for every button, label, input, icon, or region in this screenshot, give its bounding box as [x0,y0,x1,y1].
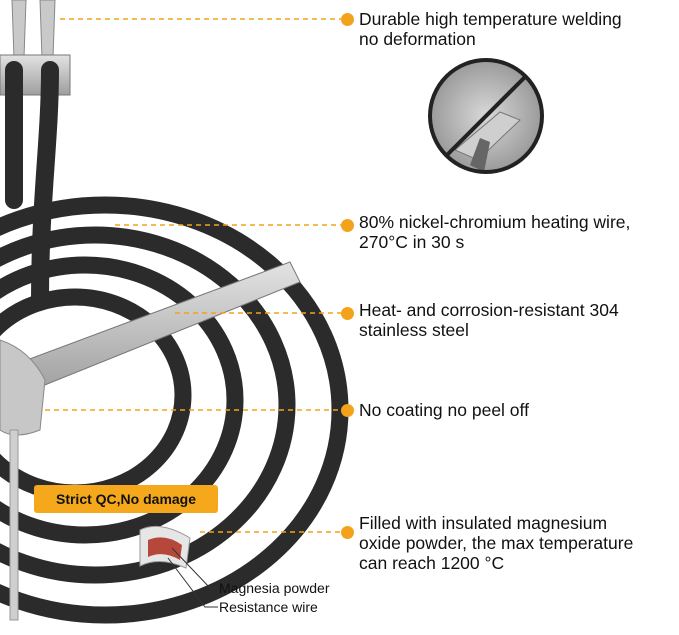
feature-dot-coating [341,404,354,417]
feature-magnesium-filling: Filled with insulated magnesium oxide po… [359,513,634,573]
label-magnesia-powder: Magnesia powder [219,580,330,596]
feature-dot-filled [341,526,354,539]
strict-qc-badge: Strict QC,No damage [34,485,218,513]
cross-section-cutaway [139,525,191,569]
feature-stainless-steel: Heat- and corrosion-resistant 304 stainl… [359,300,619,340]
feature-dot-wire [341,219,354,232]
feature-welding: Durable high temperature welding no defo… [359,9,622,49]
no-weld-deformation-icon [428,58,544,174]
feature-dot-steel [341,307,354,320]
cross-section-pointers [167,547,218,608]
feature-dot-welding [341,13,354,26]
feature-no-coating: No coating no peel off [359,400,529,420]
spiral-coil [0,196,349,624]
leader-lines [45,18,341,533]
feature-heating-wire: 80% nickel-chromium heating wire, 270°C … [359,212,631,252]
label-resistance-wire: Resistance wire [219,599,318,615]
steel-bracket [0,261,301,621]
